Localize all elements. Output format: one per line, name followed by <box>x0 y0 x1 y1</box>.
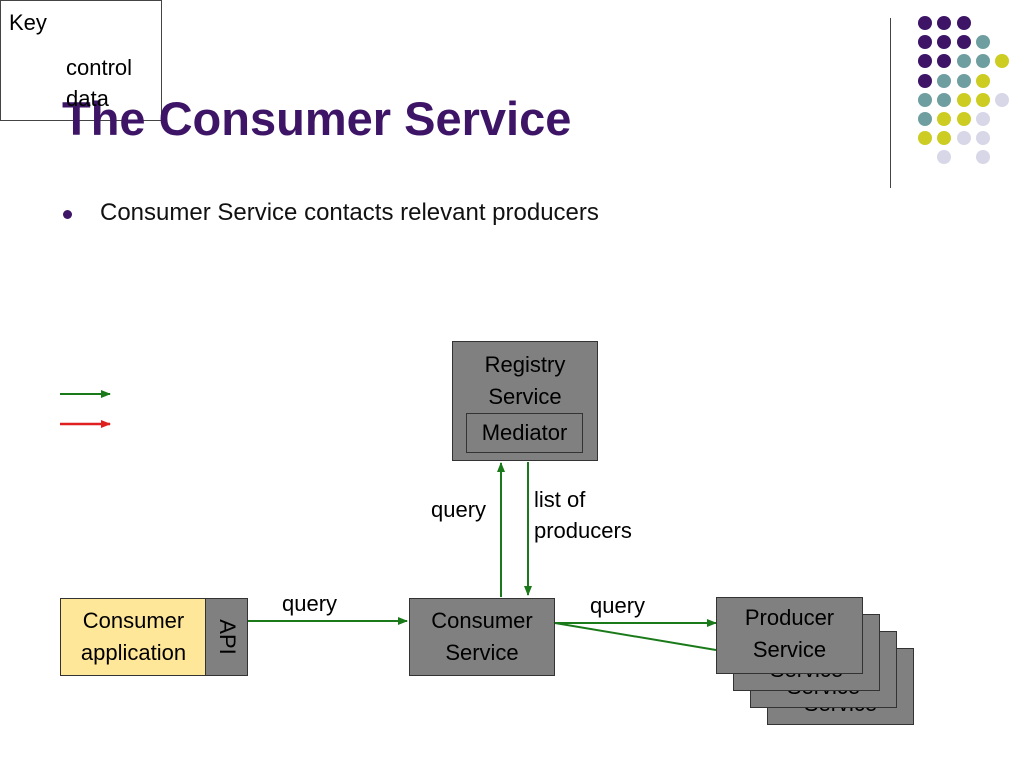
producer-service-box: Producer Service <box>716 597 863 674</box>
decorative-dot <box>956 92 971 107</box>
decorative-dot <box>918 112 933 126</box>
decorative-dot <box>995 54 1009 69</box>
decorative-dot <box>975 54 990 69</box>
divider-line <box>890 18 891 188</box>
registry-to-consumer-label-2: producers <box>534 518 632 543</box>
legend-key: Key control data <box>0 0 162 121</box>
page-title: The Consumer Service <box>62 92 572 145</box>
decorative-dot <box>937 73 952 88</box>
decorative-dot <box>975 112 990 126</box>
registry-to-consumer-label-1: list of <box>534 487 586 512</box>
decorative-dot <box>956 73 971 88</box>
decorative-dot <box>937 35 952 50</box>
decorative-dot <box>975 73 990 88</box>
api-label: API <box>214 619 240 655</box>
decorative-dot <box>918 54 933 69</box>
mediator-box: Mediator <box>466 413 583 453</box>
consumer-service-line1: Consumer <box>431 608 533 633</box>
registry-line2: Service <box>488 384 562 409</box>
bullet-marker <box>63 210 72 219</box>
decorative-dot <box>956 35 971 50</box>
mediator-label: Mediator <box>481 420 568 445</box>
decorative-dot <box>918 16 933 30</box>
key-control-label: control <box>66 55 133 80</box>
key-data-label: data <box>66 86 109 111</box>
decorative-dot <box>937 92 952 107</box>
consumer-to-producer-label: query <box>590 593 646 618</box>
app-to-consumer-label: query <box>282 591 338 616</box>
decorative-dot <box>937 131 952 146</box>
producer-line2: Service <box>752 637 827 662</box>
bullet-text: Consumer Service contacts relevant produ… <box>100 199 599 226</box>
decorative-dot <box>918 131 933 146</box>
decorative-dot <box>975 131 990 146</box>
consumer-service-line2: Service <box>445 640 519 665</box>
decorative-dot <box>918 73 933 88</box>
consumer-application-box: Consumer application <box>60 598 207 676</box>
producer-line1: Producer <box>744 605 835 630</box>
decorative-dot <box>918 92 933 107</box>
consumer-service-box: Consumer Service <box>409 598 555 676</box>
decorative-dot <box>937 112 952 126</box>
decorative-dot <box>975 92 990 107</box>
registry-line1: Registry <box>484 352 566 377</box>
decorative-dot <box>956 16 971 30</box>
consumer-to-producer-fanout <box>554 622 717 651</box>
decorative-dot <box>956 54 971 69</box>
decorative-dot <box>956 131 971 146</box>
key-title: Key <box>9 10 47 35</box>
decorative-dot <box>995 92 1009 107</box>
api-box: API <box>205 598 248 676</box>
consumer-app-line2: application <box>80 640 187 665</box>
decorative-dot <box>956 112 971 126</box>
consumer-to-registry-label: query <box>431 497 487 522</box>
consumer-app-line1: Consumer <box>82 608 185 633</box>
decorative-dot <box>937 54 952 69</box>
decorative-dot <box>937 16 952 30</box>
decorative-dot <box>975 35 990 50</box>
decorative-dot <box>975 150 990 165</box>
decorative-dot <box>918 35 933 50</box>
decorative-dot <box>937 150 952 165</box>
